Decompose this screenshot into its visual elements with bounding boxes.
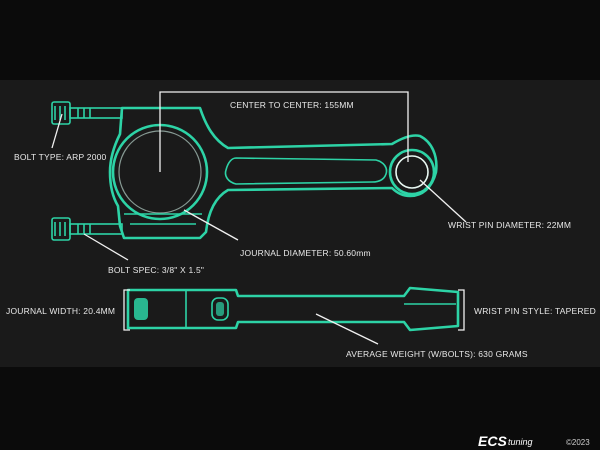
- center-to-center-leader: [159, 91, 409, 172]
- label-journal-diameter: JOURNAL DIAMETER: 50.60mm: [240, 248, 371, 258]
- journal-diameter-leader: [183, 209, 239, 241]
- leader-lines: [51, 91, 467, 345]
- label-center-to-center: CENTER TO CENTER: 155MM: [230, 100, 354, 110]
- bolt-upper: [51, 101, 123, 125]
- wrist-pin-leader: [419, 179, 467, 223]
- small-end-eye: [388, 148, 436, 196]
- label-bolt-type: BOLT TYPE: ARP 2000: [14, 152, 107, 162]
- wrist-pin-bore: [395, 155, 429, 189]
- rod-side-view: [126, 286, 460, 332]
- bolt-lower: [51, 217, 123, 241]
- rod-side-outline: [126, 286, 460, 332]
- weight-leader: [315, 313, 379, 345]
- taper-bracket: [458, 289, 465, 331]
- logo-suffix: tuning: [508, 437, 533, 447]
- bolt-lower-shank: [69, 223, 123, 235]
- bolt-type-leader: [51, 113, 63, 149]
- label-wrist-pin-diameter: WRIST PIN DIAMETER: 22MM: [448, 220, 571, 230]
- copyright-text: ©2023: [566, 438, 590, 447]
- side-bolt-right: [211, 297, 229, 321]
- label-journal-width: JOURNAL WIDTH: 20.4MM: [6, 306, 115, 316]
- journal-width-bracket: [123, 289, 130, 331]
- label-wrist-pin-style: WRIST PIN STYLE: TAPERED: [474, 306, 596, 316]
- label-bolt-spec: BOLT SPEC: 3/8" X 1.5": [108, 265, 204, 275]
- rod-top-view: [108, 106, 438, 240]
- side-bolt-left: [134, 298, 148, 320]
- bolt-upper-shank: [69, 107, 123, 119]
- label-average-weight: AVERAGE WEIGHT (W/BOLTS): 630 GRAMS: [346, 349, 528, 359]
- beam-recess: [224, 157, 388, 185]
- logo-text: ECS: [478, 433, 507, 449]
- rod-big-end-outline: [108, 106, 438, 240]
- bolt-spec-leader: [83, 233, 129, 261]
- ecs-tuning-logo: ECS tuning: [478, 433, 533, 449]
